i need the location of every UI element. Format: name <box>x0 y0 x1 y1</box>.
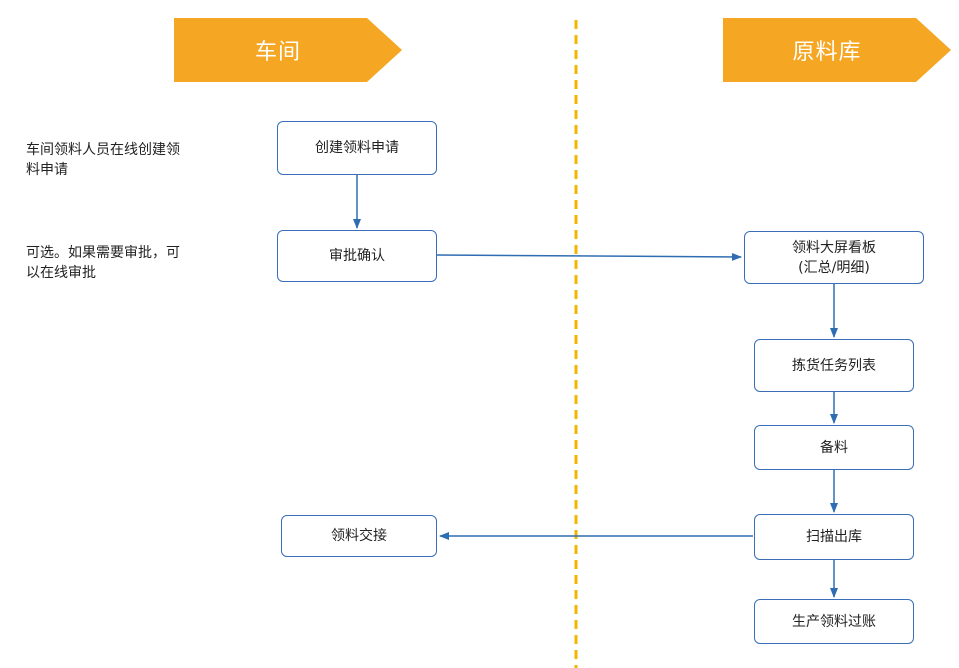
node-picking-tasks[interactable]: 拣货任务列表 <box>754 339 914 392</box>
node-prepare-material[interactable]: 备料 <box>754 425 914 470</box>
lane-title-warehouse: 原料库 <box>792 40 862 65</box>
note-approval: 可选。如果需要审批，可 以在线审批 <box>26 245 180 281</box>
node-dashboard[interactable]: 领料大屏看板 (汇总/明细) <box>744 231 924 284</box>
chevron-shape <box>174 18 402 82</box>
lane-header-warehouse: 原料库 <box>723 18 951 82</box>
node-approve-confirm[interactable]: 审批确认 <box>277 230 437 282</box>
node-create-request[interactable]: 创建领料申请 <box>277 121 437 175</box>
arrow-approve-to-dashboard <box>436 252 742 261</box>
chevron-shape <box>723 18 951 82</box>
node-scan-outbound[interactable]: 扫描出库 <box>754 514 914 560</box>
lane-title-workshop: 车间 <box>254 40 301 65</box>
note-create-request: 车间领料人员在线创建领 料申请 <box>26 142 180 178</box>
node-material-handover[interactable]: 领料交接 <box>281 515 437 557</box>
lane-header-workshop: 车间 <box>174 18 402 82</box>
node-production-posting[interactable]: 生产领料过账 <box>754 599 914 644</box>
